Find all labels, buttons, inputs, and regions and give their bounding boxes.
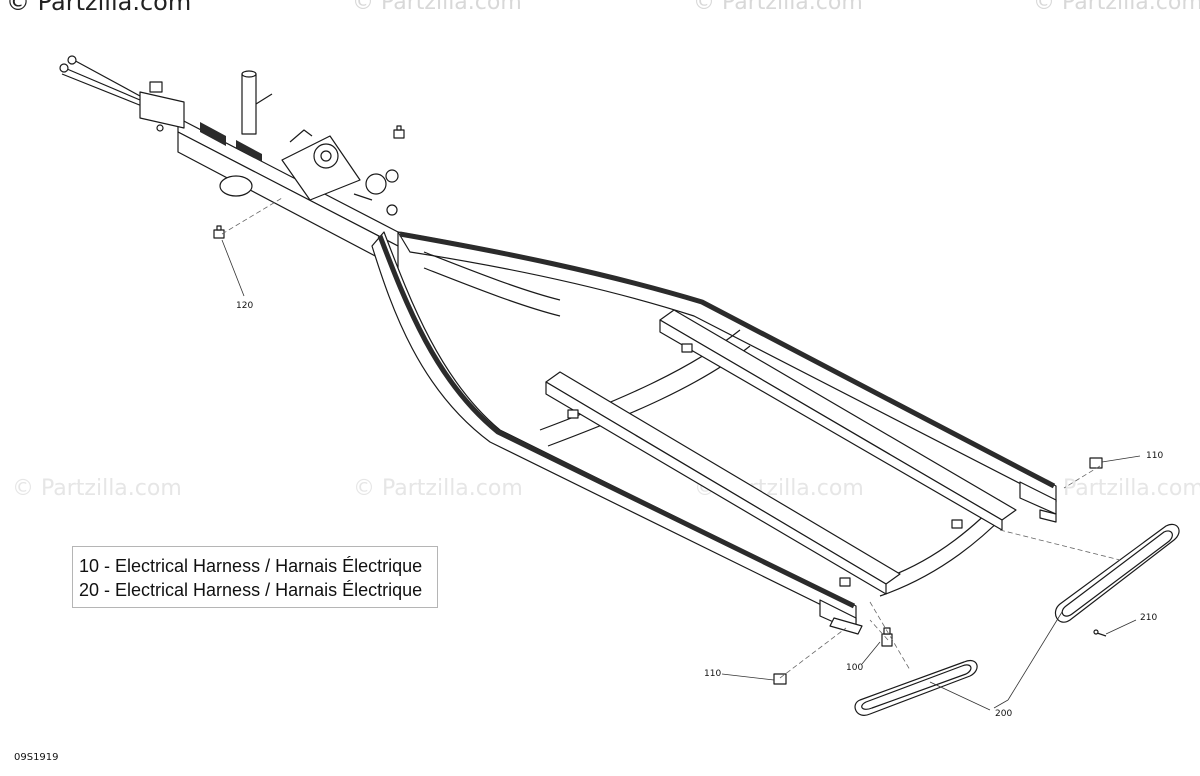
callout-200: 200 xyxy=(995,709,1013,719)
tongue-beam xyxy=(177,117,399,269)
callout-120: 120 xyxy=(236,301,254,311)
nut-110-bottom xyxy=(773,673,787,685)
watermark-top-4: © Partzilla.com xyxy=(1033,0,1200,15)
legend-item-20: 20 - Electrical Harness / Harnais Électr… xyxy=(79,580,423,600)
bolt-top xyxy=(393,125,405,139)
watermark-top-2: © Partzilla.com xyxy=(352,0,522,15)
watermark-mid-1: © Partzilla.com xyxy=(12,476,182,501)
callout-100: 100 xyxy=(846,663,864,673)
assembly-lines xyxy=(221,197,1121,679)
leader-lines xyxy=(221,239,1141,711)
callout-110-right: 110 xyxy=(1146,451,1164,461)
tail-light-left xyxy=(854,660,978,716)
callout-210: 210 xyxy=(1140,613,1158,623)
watermark-top-1: © Partzilla.com xyxy=(6,0,192,16)
bunk-board-front xyxy=(659,309,1017,531)
coupler xyxy=(59,55,185,132)
figure-id: 09S1919 xyxy=(14,752,59,763)
watermark-mid-2: © Partzilla.com xyxy=(353,476,523,501)
jack-stand xyxy=(219,70,273,197)
bunk-board-rear xyxy=(545,371,901,595)
bolt-120 xyxy=(213,225,225,239)
right-frame-rail xyxy=(397,231,1057,523)
screw-210 xyxy=(1093,629,1107,637)
parts-legend: 10 - Electrical Harness / Harnais Électr… xyxy=(72,546,438,608)
winch xyxy=(281,129,399,216)
left-frame-rail xyxy=(371,231,863,635)
watermark-top-3: © Partzilla.com xyxy=(693,0,863,15)
watermark-mid-4: © Partzilla.com xyxy=(1034,476,1200,501)
nut-110-right xyxy=(1089,457,1103,469)
callout-110-bottom: 110 xyxy=(704,669,722,679)
legend-item-10: 10 - Electrical Harness / Harnais Électr… xyxy=(79,556,423,576)
tail-light-right xyxy=(1055,523,1180,623)
